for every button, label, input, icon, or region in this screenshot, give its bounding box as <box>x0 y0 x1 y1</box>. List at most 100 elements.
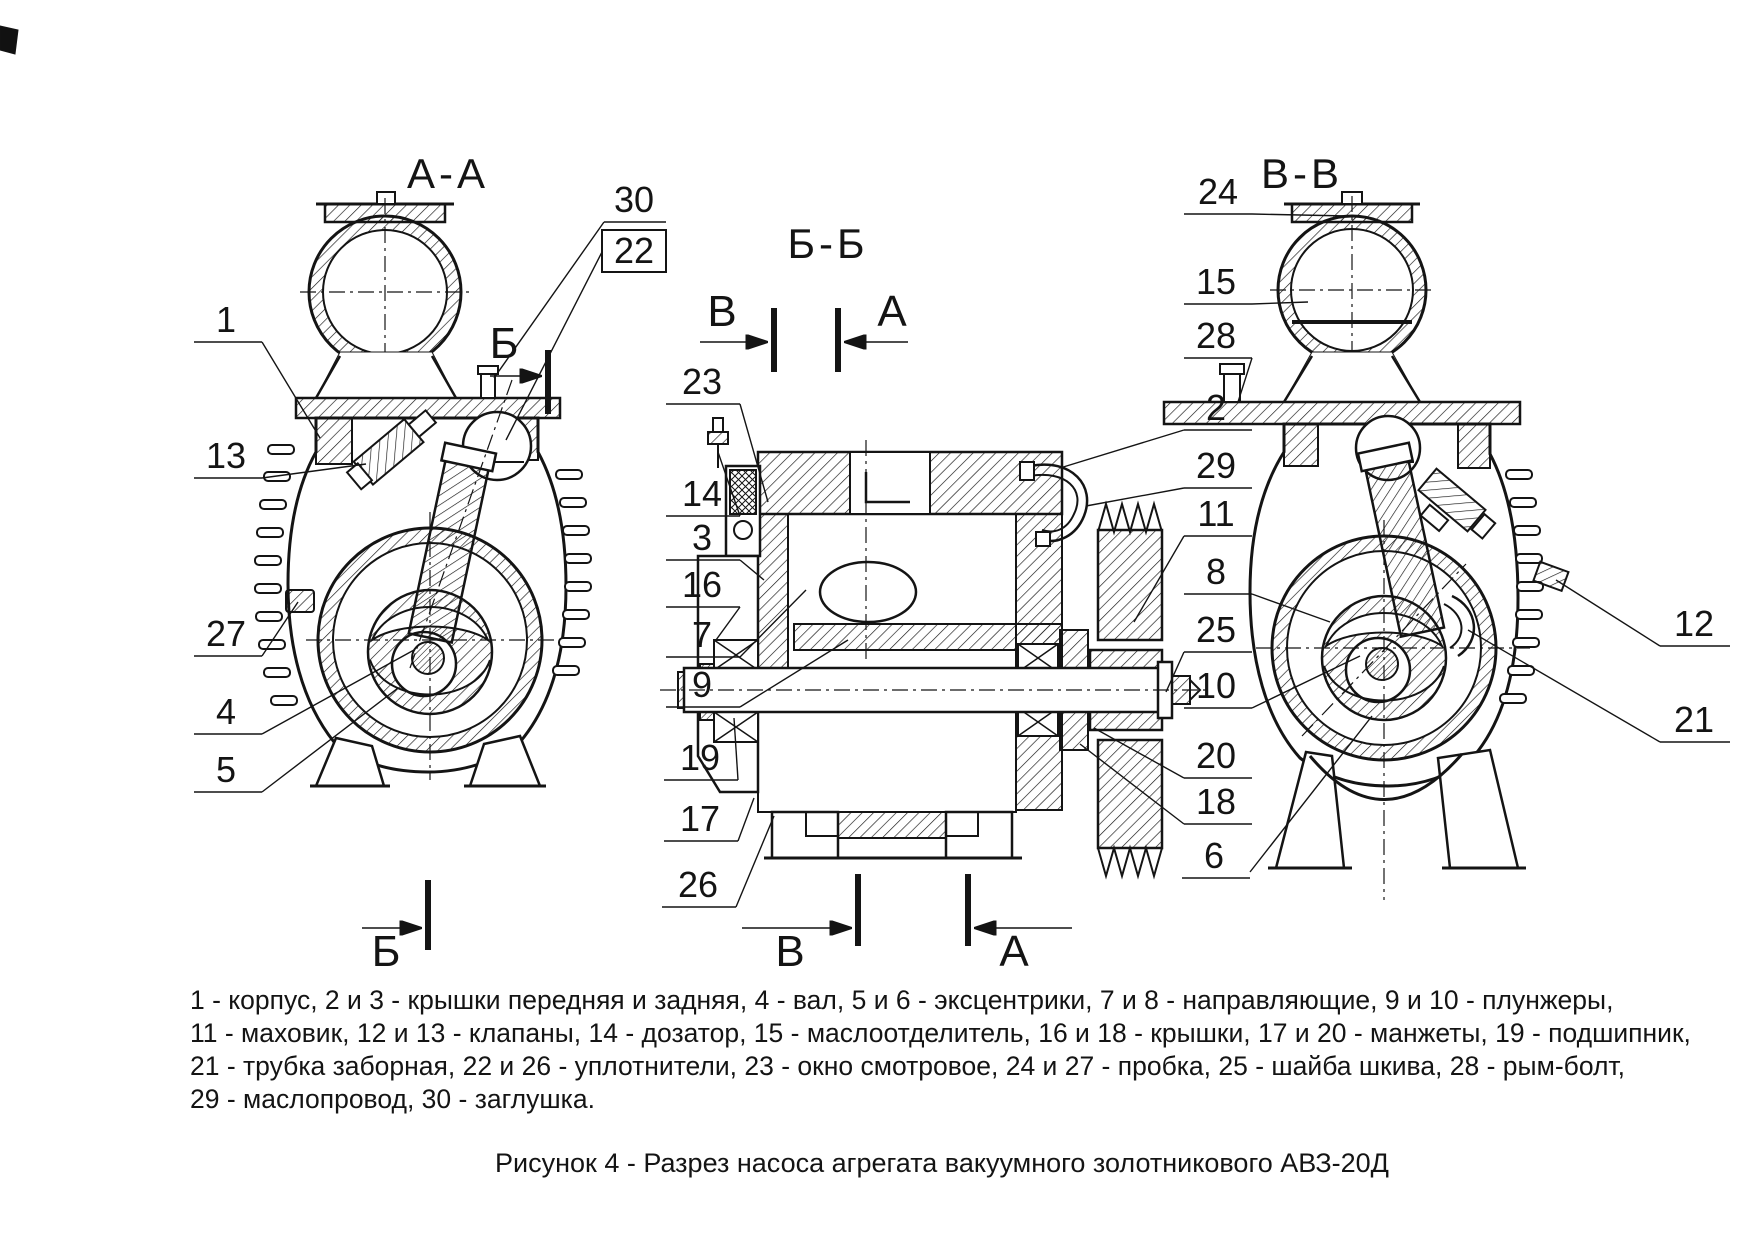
oil-separator-aa <box>300 191 470 380</box>
callout-8: 8 <box>1184 551 1331 623</box>
separator-neck-vv <box>1282 351 1422 403</box>
callout-13: 13 <box>194 435 367 479</box>
svg-text:9: 9 <box>692 664 712 705</box>
callout-24: 24 <box>1184 171 1349 217</box>
shaft-bb <box>660 660 1206 720</box>
callout-7: 7 <box>666 589 807 658</box>
callout-5: 5 <box>194 687 399 793</box>
svg-text:27: 27 <box>206 613 246 654</box>
svg-text:11: 11 <box>1197 493 1234 534</box>
svg-text:24: 24 <box>1198 171 1238 212</box>
callout-6: 6 <box>1182 715 1373 879</box>
sight-window-bb <box>724 464 762 558</box>
svg-text:3: 3 <box>692 517 712 558</box>
callout-16: 16 <box>666 564 741 641</box>
intake-tube-21 <box>1443 594 1475 658</box>
callout-14: 14 <box>666 451 741 517</box>
plunger-vv <box>1354 414 1446 639</box>
dozator-bb <box>707 417 729 468</box>
callout-12: 12 <box>1555 579 1730 647</box>
callout-21: 21 <box>1467 629 1730 743</box>
svg-text:20: 20 <box>1196 735 1236 776</box>
svg-text:18: 18 <box>1196 781 1236 822</box>
callout-18: 18 <box>1079 743 1252 825</box>
section-letter-v: В <box>775 927 804 976</box>
feet-aa <box>310 734 546 788</box>
svg-text:8: 8 <box>1206 551 1226 592</box>
separator-neck-aa <box>314 351 458 399</box>
legend-line-3: 21 - трубка заборная, 22 и 26 - уплотнит… <box>190 1051 1625 1081</box>
svg-text:12: 12 <box>1674 603 1714 644</box>
callout-11: 11 <box>1133 493 1252 623</box>
callout-23: 23 <box>666 361 769 503</box>
callout-20: 20 <box>1093 727 1252 779</box>
section-letter-b: Б <box>490 319 519 368</box>
svg-text:13: 13 <box>206 435 246 476</box>
svg-text:25: 25 <box>1196 609 1236 650</box>
svg-text:14: 14 <box>682 473 722 514</box>
plunger-aa <box>407 410 533 644</box>
feet-vv <box>1268 748 1526 870</box>
wall-valve-12 <box>1532 560 1570 593</box>
svg-text:29: 29 <box>1196 445 1236 486</box>
view-vv-title: В-В <box>1261 150 1343 197</box>
svg-text:5: 5 <box>216 749 236 790</box>
figure-caption: Рисунок 4 - Разрез насоса агрегата вакуу… <box>495 1148 1389 1178</box>
callout-15: 15 <box>1184 261 1309 305</box>
eye-bolt-28 <box>1223 371 1241 403</box>
callout-29: 29 <box>1085 445 1252 507</box>
callout-25: 25 <box>1165 609 1252 693</box>
callout-27: 27 <box>194 601 299 657</box>
svg-text:30: 30 <box>614 179 654 220</box>
svg-text:28: 28 <box>1196 315 1236 356</box>
callout-19: 19 <box>664 717 739 781</box>
cooling-fins-vv-right <box>1499 469 1544 704</box>
section-letter-a: А <box>999 927 1029 976</box>
cooling-fins-aa-right <box>552 469 592 676</box>
svg-text:16: 16 <box>682 564 722 605</box>
feet-bb <box>764 810 1022 860</box>
callout-3: 3 <box>666 517 765 581</box>
svg-text:2: 2 <box>1206 387 1226 428</box>
view-vv: В-В <box>1162 150 1570 900</box>
view-aa-title: А-А <box>407 150 489 197</box>
callout-10: 10 <box>1184 655 1361 709</box>
callout-17: 17 <box>664 797 755 842</box>
parts-legend: 1 - корпус, 2 и 3 - крышки передняя и за… <box>190 984 1691 1116</box>
section-letter-v: В <box>707 287 736 336</box>
section-letter-a: А <box>877 287 907 336</box>
callout-1: 1 <box>194 299 321 439</box>
svg-text:4: 4 <box>216 691 236 732</box>
svg-text:10: 10 <box>1196 665 1236 706</box>
svg-text:21: 21 <box>1674 699 1714 740</box>
view-bb-title: Б-Б <box>787 220 868 267</box>
view-aa: А-А <box>254 150 592 788</box>
legend-line-4: 29 - маслопровод, 30 - заглушка. <box>190 1084 595 1114</box>
section-mark-v-top: В <box>700 287 777 372</box>
svg-text:1: 1 <box>216 299 236 340</box>
oil-pipe-29 <box>1019 461 1089 547</box>
svg-text:22: 22 <box>614 230 654 271</box>
section-mark-a-top: А <box>835 287 908 372</box>
oil-separator-vv <box>1270 191 1436 380</box>
valve-vv <box>1417 467 1570 593</box>
svg-text:23: 23 <box>682 361 722 402</box>
svg-text:17: 17 <box>680 798 720 839</box>
svg-text:7: 7 <box>692 614 712 655</box>
legend-line-1: 1 - корпус, 2 и 3 - крышки передняя и за… <box>190 985 1614 1015</box>
section-mark-a-bottom: А <box>965 874 1072 976</box>
view-bb: Б-Б <box>660 220 1206 880</box>
section-mark-b-bottom: Б <box>362 880 431 976</box>
callout-4: 4 <box>194 649 415 735</box>
section-mark-b-top: Б <box>490 319 551 414</box>
callout-9: 9 <box>666 639 849 708</box>
svg-text:19: 19 <box>680 737 720 778</box>
section-mark-v-bottom: В <box>742 874 861 976</box>
rotor-slot-bb <box>818 560 918 624</box>
scan-artifact-mark <box>0 25 19 55</box>
callout-2: 2 <box>1059 387 1252 469</box>
callout-26: 26 <box>662 815 775 908</box>
svg-text:15: 15 <box>1196 261 1236 302</box>
bearing-19 <box>713 639 759 743</box>
